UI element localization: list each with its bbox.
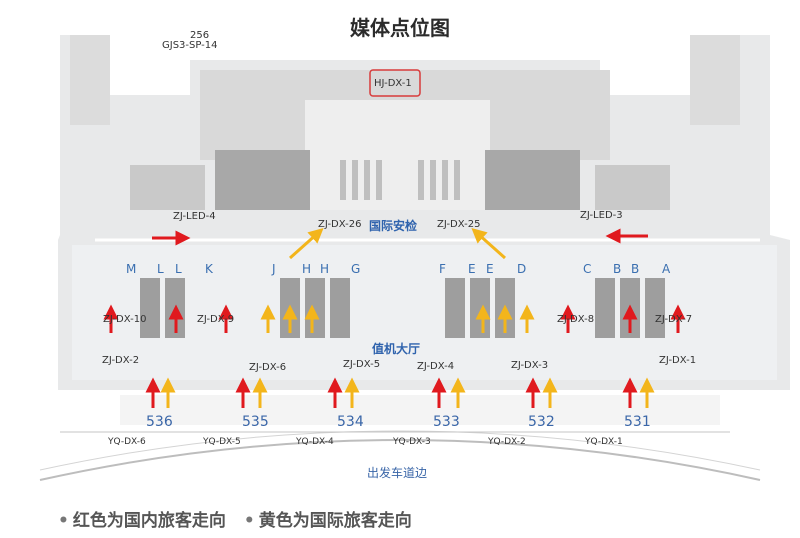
- bullet-icon: •: [243, 511, 255, 531]
- counter-letter: F: [439, 262, 446, 276]
- label-zj-dx-3: ZJ-DX-3: [511, 360, 549, 371]
- road-media-label: YQ-DX-5: [203, 437, 241, 447]
- bullet-icon: •: [58, 511, 69, 531]
- counter-letter: E: [486, 262, 494, 276]
- legend-yellow: 黄色为国际旅客走向: [258, 511, 412, 531]
- counter-letter: C: [583, 262, 592, 276]
- yellow-arrows-entrance: [160, 377, 655, 408]
- counter-letter: J: [272, 262, 276, 276]
- label-zj-led-4: ZJ-LED-4: [173, 211, 216, 222]
- counter-letter: B: [613, 262, 622, 276]
- counter-letter: H: [320, 262, 330, 276]
- red-arrows-entrance: [145, 377, 638, 408]
- counter-letter: B: [631, 262, 640, 276]
- door-number: 533: [433, 414, 460, 430]
- yellow-arrows-hall: [260, 304, 535, 333]
- road-media-label: YQ-DX-6: [108, 437, 146, 447]
- label-zj-dx-5: ZJ-DX-5: [343, 359, 381, 370]
- checkin-hall: 值机大厅: [372, 342, 421, 356]
- door-number: 534: [337, 414, 364, 430]
- counter-letter: H: [302, 262, 312, 276]
- counter-letter: A: [662, 262, 671, 276]
- departure-road: 出发车道边: [367, 466, 428, 480]
- security-area: 国际安检: [369, 219, 418, 233]
- road-media-label: YQ-DX-1: [585, 437, 623, 447]
- label-256: 256: [190, 30, 210, 41]
- counter-letter: G: [351, 262, 361, 276]
- label-zj-dx-7: ZJ-DX-7: [655, 314, 693, 325]
- label-zj-dx-4: ZJ-DX-4: [417, 361, 455, 372]
- label-hj-dx-1: HJ-DX-1: [374, 78, 412, 89]
- label-gjs3: GJS3-SP-14: [162, 40, 218, 51]
- legend-red: 红色为国内旅客走向: [72, 511, 226, 531]
- road-media-label: YQ-DX-3: [393, 437, 431, 447]
- label-zj-dx-1: ZJ-DX-1: [659, 355, 697, 366]
- door-number: 536: [146, 414, 173, 430]
- door-number: 532: [528, 414, 555, 430]
- label-zj-led-3: ZJ-LED-3: [580, 210, 623, 221]
- legend: •红色为国内旅客走向•黄色为国际旅客走向: [58, 506, 412, 531]
- road-media-label: YQ-DX-2: [488, 437, 526, 447]
- label-zj-dx-26: ZJ-DX-26: [318, 219, 362, 230]
- floor-plan: [39, 35, 790, 481]
- counter-letter: M: [126, 262, 137, 276]
- road-media-label: YQ-DX-4: [296, 437, 334, 447]
- label-zj-dx-2: ZJ-DX-2: [102, 355, 140, 366]
- page-title: 媒体点位图: [350, 16, 450, 40]
- counter-letter: L: [175, 262, 182, 276]
- yellow-arrows-diagonal: [289, 228, 506, 260]
- red-arrows-horizontal: [152, 228, 648, 246]
- label-zj-dx-8: ZJ-DX-8: [557, 314, 595, 325]
- counter-letter: E: [468, 262, 476, 276]
- counter-letter: L: [157, 262, 164, 276]
- door-number: 531: [624, 414, 651, 430]
- door-number: 535: [242, 414, 269, 430]
- hj-dx-1-box: [369, 69, 421, 97]
- label-zj-dx-6: ZJ-DX-6: [249, 362, 287, 373]
- counter-letter: D: [517, 262, 527, 276]
- label-zj-dx-25: ZJ-DX-25: [437, 219, 481, 230]
- label-zj-dx-9: ZJ-DX-9: [197, 314, 235, 325]
- label-zj-dx-10: ZJ-DX-10: [103, 314, 147, 325]
- counter-letter: K: [205, 262, 213, 276]
- red-arrows-hall: [103, 304, 686, 333]
